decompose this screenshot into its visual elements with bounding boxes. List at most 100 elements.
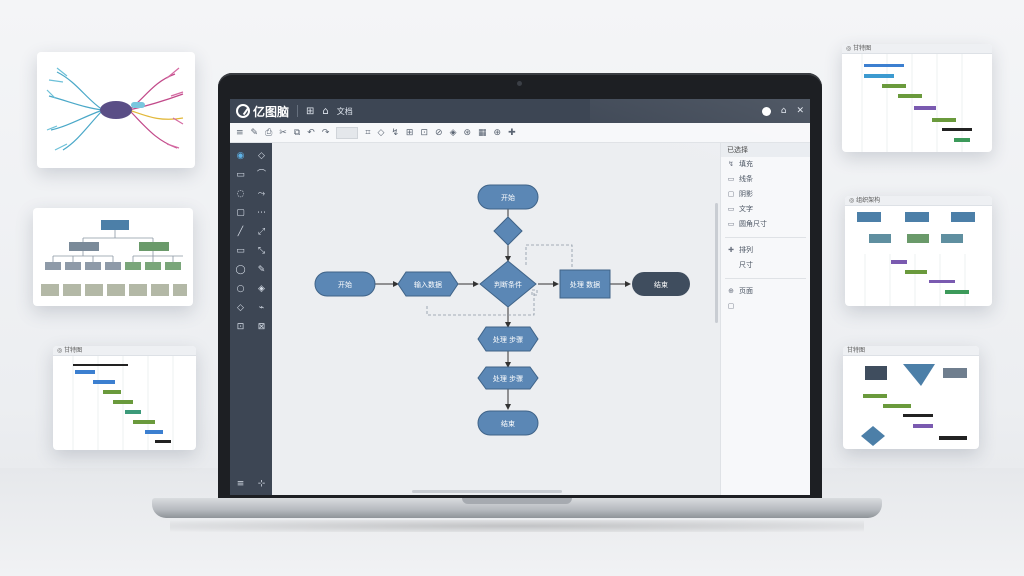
curve-tool-icon[interactable]: ⤳ — [257, 189, 266, 199]
panel-item-label: 页面 — [739, 287, 753, 295]
box-tool-icon[interactable]: ▭ — [236, 246, 245, 256]
frame-icon[interactable]: ⊡ — [420, 127, 429, 138]
rail-settings-icon[interactable]: ⊹ — [257, 479, 266, 489]
menu-icon[interactable]: ≡ — [236, 127, 244, 138]
selection-guide-top — [525, 244, 573, 269]
org-right-title: ◎ 组织架构 — [845, 196, 992, 206]
decision-mid-node[interactable] — [479, 260, 537, 308]
redo-icon[interactable]: ↷ — [321, 127, 330, 138]
style-icon[interactable]: ◈ — [449, 127, 457, 138]
zoom-icon[interactable]: ⊕ — [493, 127, 502, 138]
notification-icon[interactable]: ⌂ — [780, 106, 787, 116]
camera — [517, 81, 522, 86]
header-grid-button[interactable]: ⊞ — [306, 105, 315, 117]
grid-icon[interactable]: ⌗ — [365, 127, 371, 138]
square-tool-icon[interactable]: ▢ — [236, 208, 245, 218]
print-icon[interactable]: ⎙ — [265, 127, 273, 138]
checkbox-icon: ▢ — [727, 302, 735, 310]
page-icon: ⊕ — [728, 287, 734, 295]
connector-icon[interactable]: ↯ — [391, 127, 399, 138]
app-window: 亿图脑 ⊞ ⌂ 文档 ⌂ ✕ ≡ ✎ ⎙ ✂ ⧉ ↶ ↷ ⌗ ◇ ↯ ⊞ ⊡ — [230, 99, 810, 495]
more-tool-icon[interactable]: ⋯ — [257, 208, 266, 218]
pen-tool-icon[interactable]: ✎ — [257, 265, 266, 275]
panel-item-label: 尺寸 — [739, 261, 753, 269]
panel-item-label: 排列 — [739, 246, 753, 254]
resize-tool-icon[interactable]: ⤢ — [257, 227, 266, 237]
org-chart-thumbnail — [41, 220, 187, 296]
select-tool-icon[interactable]: ◉ — [236, 151, 245, 161]
close-icon[interactable]: ✕ — [796, 106, 804, 116]
shape2-tool-icon[interactable]: ◇ — [237, 303, 244, 313]
copy-icon[interactable]: ⧉ — [293, 127, 301, 138]
org-gantt-right-card[interactable]: ◎ 组织架构 — [845, 196, 992, 306]
org-chart-thumbnail-card[interactable] — [33, 208, 193, 306]
fill-icon: ↯ — [728, 160, 734, 168]
mindmap-thumbnail — [46, 67, 184, 151]
end-right-label: 结束 — [654, 280, 668, 289]
gantt-left-card[interactable]: ◎ 甘特图 — [53, 346, 196, 450]
header-home-button[interactable]: ⌂ — [322, 105, 329, 117]
flowchart: 开始 开始 输入数据 判断条件 处理 数据 结束 处理 步骤 处理 步骤 结束 — [272, 143, 720, 495]
lasso-tool-icon[interactable]: ◌ — [236, 189, 245, 199]
circle-tool-icon[interactable]: ◯ — [235, 265, 246, 275]
selection-handle[interactable] — [531, 289, 538, 296]
left-terminal-node[interactable] — [314, 271, 376, 297]
fill-tool-icon[interactable]: ◈ — [258, 284, 265, 294]
arrow-tool-icon[interactable]: ⤡ — [257, 246, 266, 256]
org-gantt-right-thumbnail — [857, 212, 975, 306]
rail-menu-icon[interactable]: ≡ — [236, 479, 245, 489]
panel-item-shadow[interactable]: ▢阴影 — [721, 187, 810, 202]
panel-item-radius[interactable]: ▭圆角尺寸 — [721, 217, 810, 232]
horizontal-scrollbar[interactable] — [412, 490, 562, 493]
panel-item-checkbox[interactable]: ▢ — [721, 299, 810, 314]
edit-icon[interactable]: ✎ — [250, 127, 259, 138]
frame-tool-icon[interactable]: ⊠ — [257, 322, 266, 332]
decision-mid-label: 判断条件 — [494, 280, 522, 289]
panel-divider — [725, 278, 806, 279]
panel-item-text[interactable]: ▭文字 — [721, 202, 810, 217]
undo-icon[interactable]: ↶ — [307, 127, 315, 138]
panel-item-size[interactable]: 尺寸 — [721, 258, 810, 273]
end-right-node[interactable] — [632, 272, 690, 296]
table-icon[interactable]: ⊞ — [405, 127, 414, 138]
hex-step-1-node[interactable] — [477, 326, 539, 352]
diamond-tool-icon[interactable]: ◇ — [258, 151, 265, 161]
gantt-right-top-card[interactable]: ◎ 甘特图 — [842, 44, 992, 152]
line-tool-icon[interactable]: ╱ — [237, 227, 244, 237]
diagram-canvas[interactable]: 开始 开始 输入数据 判断条件 处理 数据 结束 处理 步骤 处理 步骤 结束 — [272, 143, 720, 495]
theme-icon[interactable]: ⊛ — [463, 127, 472, 138]
font-size-field[interactable] — [336, 126, 359, 139]
hex-step-2-node[interactable] — [477, 366, 539, 390]
input-node[interactable] — [397, 271, 459, 297]
format-panel: 已选择 ↯填充 ▭线条 ▢阴影 ▭文字 ▭圆角尺寸 ✚排列 尺寸 ⊕页面 ▢ — [720, 143, 810, 495]
user-avatar[interactable] — [761, 106, 771, 116]
clear-icon[interactable]: ⊘ — [435, 127, 443, 138]
cut-icon[interactable]: ✂ — [279, 127, 287, 138]
panel-item-page[interactable]: ⊕ 页面 — [721, 284, 810, 299]
panel-item-arrange[interactable]: ✚排列 — [721, 243, 810, 258]
panel-item-line[interactable]: ▭线条 — [721, 172, 810, 187]
mindmap-thumbnail-card[interactable] — [37, 52, 195, 168]
ellipse-tool-icon[interactable]: ○ — [236, 284, 245, 294]
rect-tool-icon[interactable]: ▭ — [236, 170, 245, 180]
layout-icon[interactable]: ▦ — [478, 127, 487, 138]
process-right-node[interactable] — [559, 269, 611, 299]
start-node[interactable] — [477, 184, 539, 210]
panel-item-fill[interactable]: ↯填充 — [721, 157, 810, 172]
panel-item-label: 圆角尺寸 — [739, 220, 767, 228]
add-icon[interactable]: ✚ — [508, 127, 516, 138]
decision-top-node[interactable] — [493, 216, 523, 246]
wave-tool-icon[interactable]: ⌁ — [258, 303, 265, 313]
shape-icon[interactable]: ◇ — [377, 127, 385, 138]
gantt-right-bottom-title: 甘特图 — [843, 346, 979, 356]
app-logo[interactable]: 亿图脑 — [236, 103, 289, 120]
selection-guide-bottom — [426, 293, 535, 316]
text-icon: ▭ — [727, 205, 735, 213]
gantt-right-bottom-card[interactable]: 甘特图 — [843, 346, 979, 449]
document-tab[interactable]: 文档 — [336, 106, 353, 116]
image-tool-icon[interactable]: ⊡ — [236, 322, 245, 332]
vertical-scrollbar[interactable] — [715, 203, 718, 323]
end-bottom-node[interactable] — [477, 410, 539, 436]
arc-tool-icon[interactable]: ⌒ — [256, 170, 266, 180]
laptop-notch — [462, 498, 572, 504]
